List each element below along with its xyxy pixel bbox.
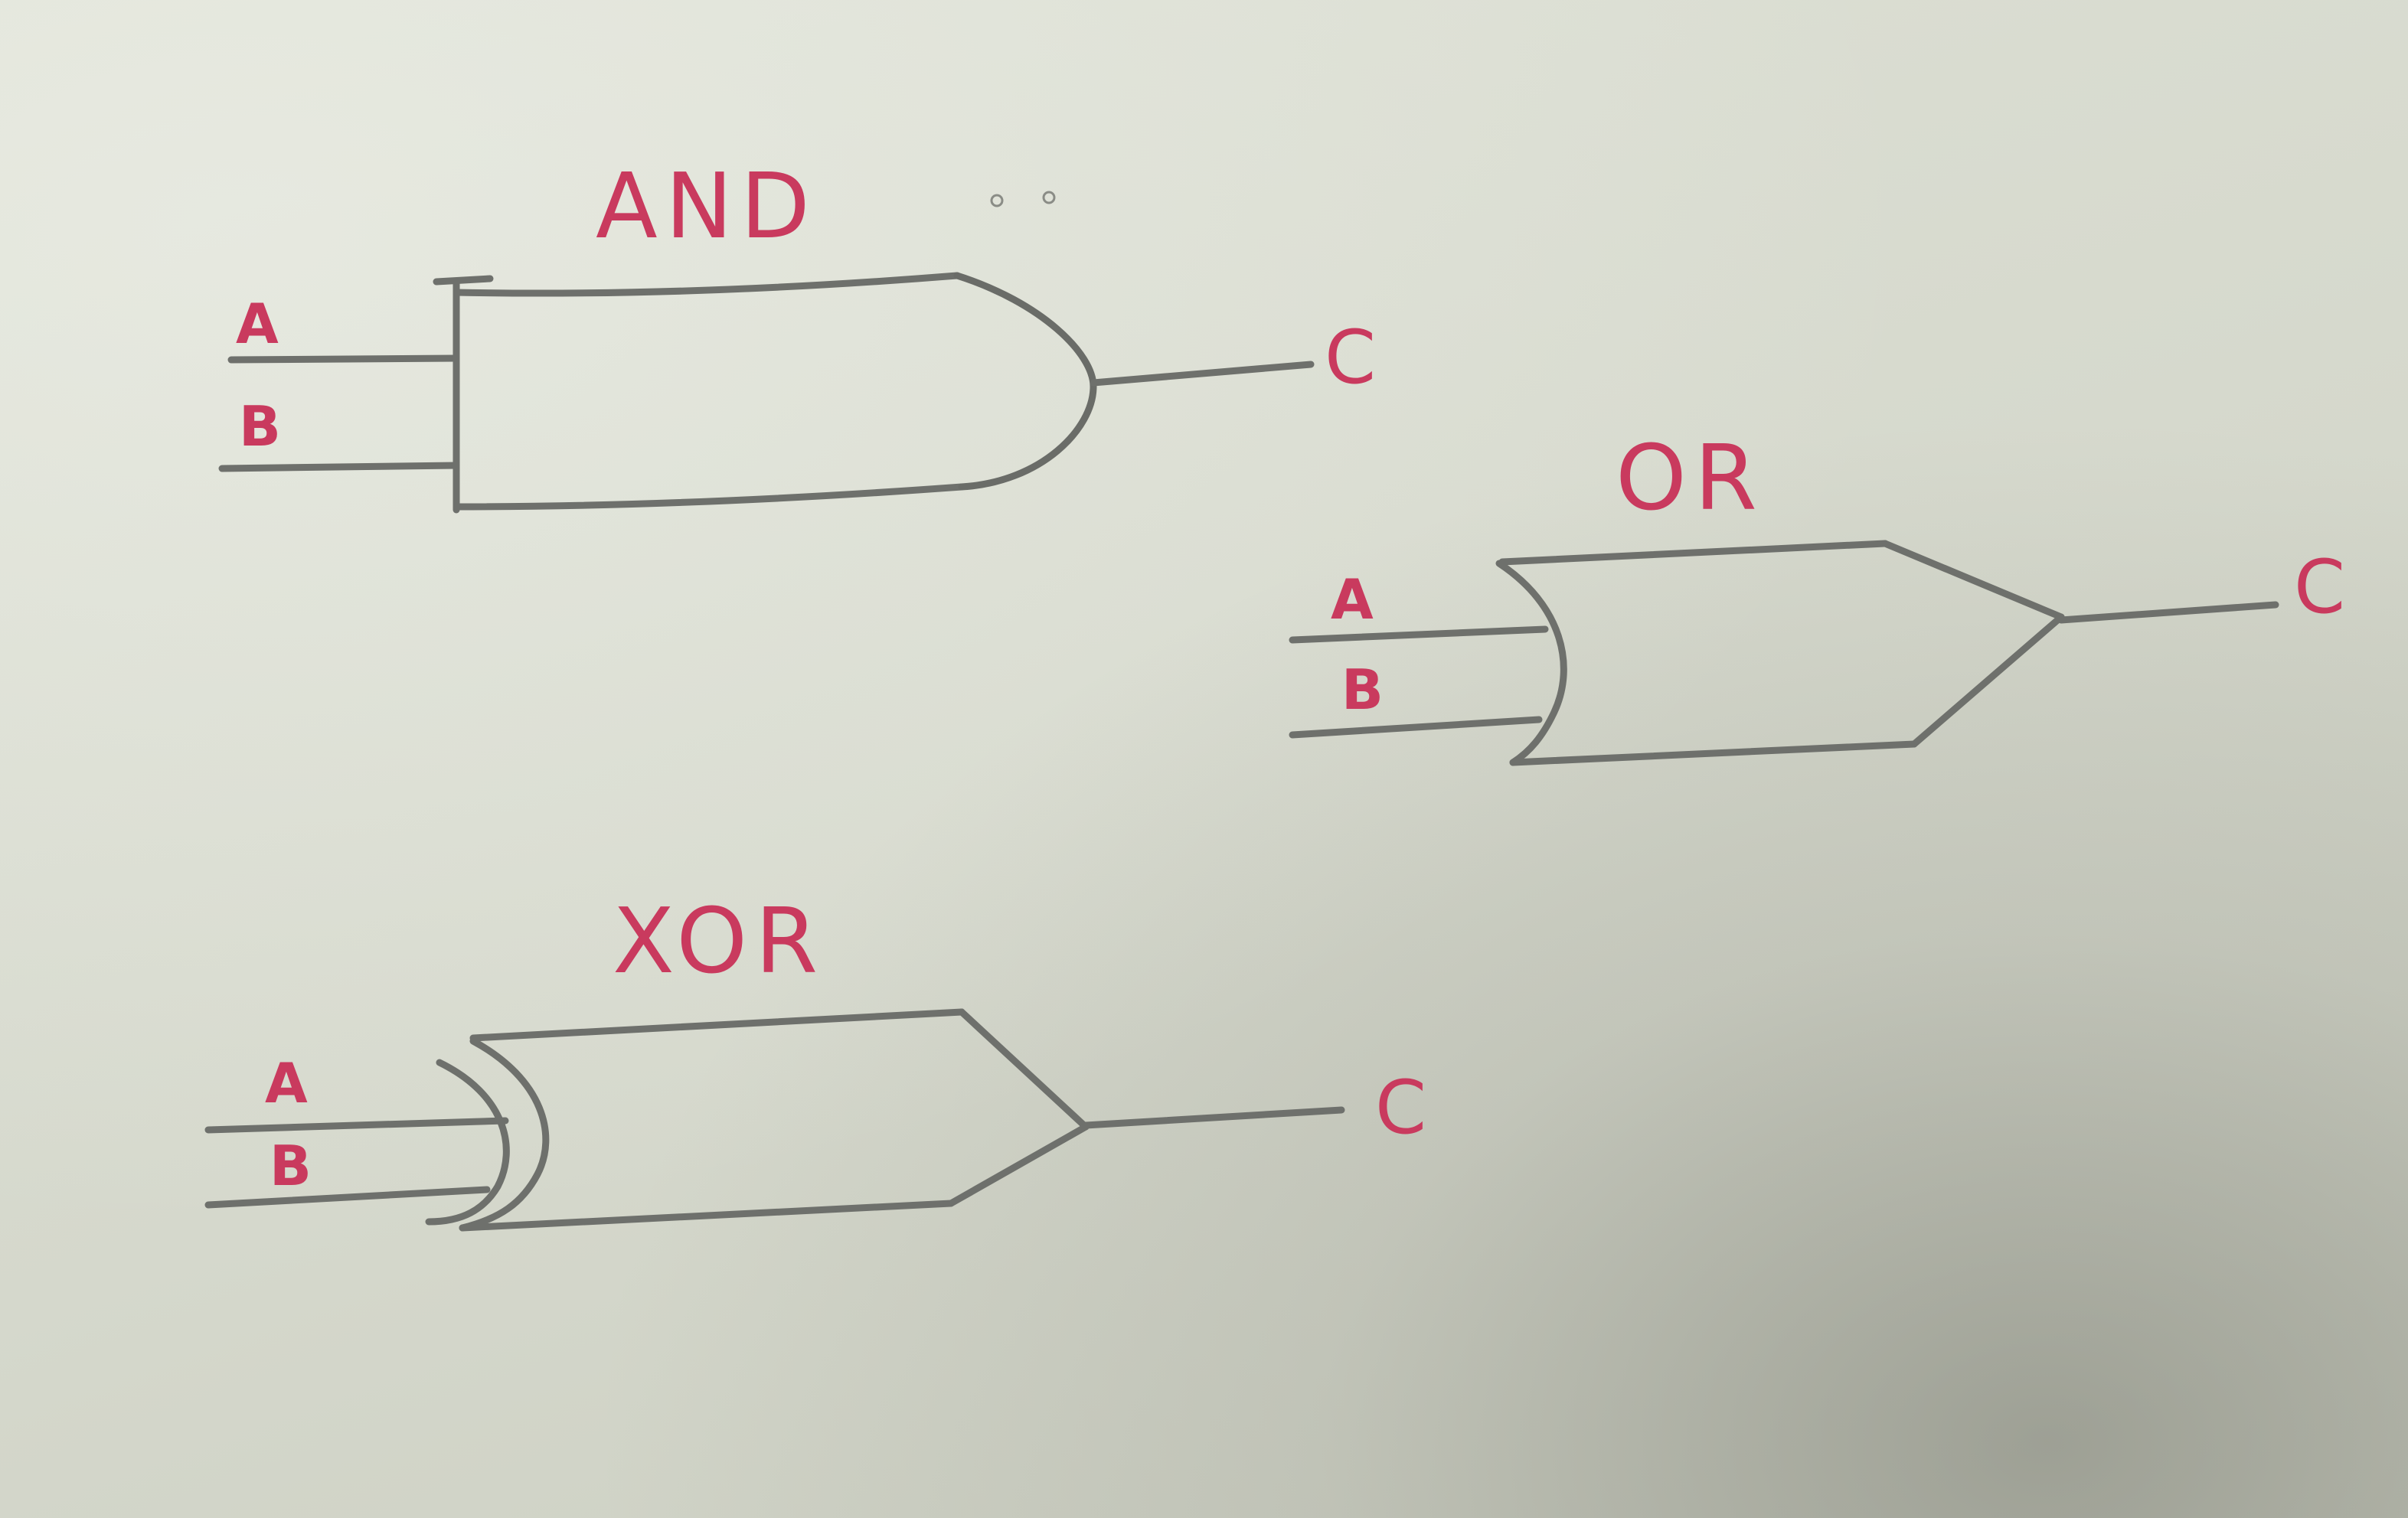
stray-dot-1 (990, 194, 1004, 207)
and-body-corner-tick (433, 275, 494, 286)
and-body-top (453, 272, 961, 297)
and-output-label: C (1325, 315, 1376, 400)
or-input-b-wire (1289, 716, 1543, 739)
and-gate-title: AND (596, 153, 818, 259)
and-output-wire (1090, 361, 1315, 387)
and-gate: AND A B C (218, 153, 1376, 514)
xor-input-b-wire (204, 1186, 491, 1209)
or-input-b-label: B (1341, 658, 1384, 722)
xor-body-top-slant (958, 1008, 1090, 1131)
stray-dot-2 (1042, 191, 1056, 204)
xor-extra-back-curve (425, 1059, 510, 1226)
or-body-bottom (1509, 740, 1918, 766)
xor-gate: XOR A B C (204, 888, 1426, 1232)
and-body-bottom (453, 483, 965, 511)
or-body-bottom-slant (1910, 613, 2065, 748)
xor-input-a-wire (204, 1117, 509, 1134)
and-input-a-wire (227, 354, 460, 364)
and-input-a-label: A (236, 292, 279, 356)
or-body-top (1498, 540, 1889, 566)
or-gate-title: OR (1616, 425, 1765, 530)
or-body-back-curve (1495, 560, 1567, 766)
or-output-label: C (2294, 544, 2345, 630)
xor-body-bottom (459, 1200, 955, 1232)
or-input-a-label: A (1331, 567, 1374, 632)
or-output-wire (2057, 601, 2279, 624)
xor-input-b-label: B (270, 1134, 312, 1198)
xor-output-wire (1082, 1106, 1345, 1129)
xor-gate-title: XOR (613, 888, 825, 994)
or-body-top-slant (1881, 540, 2065, 621)
and-input-b-label: B (239, 394, 281, 459)
xor-output-label: C (1375, 1065, 1426, 1151)
and-input-b-wire (218, 462, 460, 472)
xor-input-a-label: A (265, 1051, 308, 1115)
xor-body-back-curve (459, 1037, 550, 1232)
and-body-curve (953, 272, 1097, 491)
xor-body-top (469, 1008, 965, 1042)
xor-body-bottom-slant (947, 1123, 1090, 1207)
or-gate: OR A B C (1289, 425, 2345, 766)
or-input-a-wire (1289, 625, 1549, 644)
